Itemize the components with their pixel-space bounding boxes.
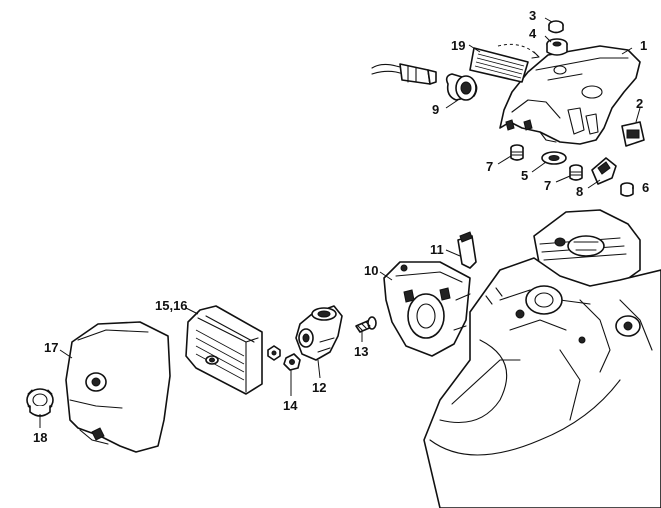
callout-4: 4 [529, 26, 537, 41]
bracket-part-11 [457, 231, 477, 269]
callout-11: 11 [430, 242, 444, 257]
knob-part-18 [26, 388, 54, 417]
air-filter-part-15-16 [185, 305, 263, 395]
bracket-part-2 [621, 121, 645, 147]
callout-17: 17 [44, 340, 58, 355]
adapter-part-12 [295, 305, 343, 361]
callout-12: 12 [312, 380, 326, 395]
callout-3: 3 [529, 8, 536, 23]
leader-lines [39, 17, 641, 428]
filter-screen [469, 43, 540, 83]
cable-with-plug [371, 63, 437, 85]
cap-part-3 [548, 20, 564, 34]
callout-7-right: 7 [544, 178, 551, 193]
callout-9: 9 [432, 102, 439, 117]
callout-6: 6 [642, 180, 649, 195]
screw-part-13 [355, 316, 377, 333]
small-nut [267, 345, 281, 361]
nut-part-14 [283, 353, 301, 371]
grommet-part-7-left [510, 144, 524, 161]
callout-19: 19 [451, 38, 465, 53]
callout-7-left: 7 [486, 159, 493, 174]
plug-part-6 [620, 182, 634, 197]
filter-cover-part-17 [65, 321, 171, 453]
engine-crankcase [423, 209, 661, 508]
callout-8: 8 [576, 184, 583, 199]
callout-14: 14 [283, 398, 298, 413]
callout-18: 18 [33, 430, 47, 445]
callout-labels: 3 4 19 1 2 9 7 5 7 8 6 11 10 13 12 14 15… [33, 8, 649, 445]
callout-5: 5 [521, 168, 528, 183]
callout-13: 13 [354, 344, 368, 359]
callout-10: 10 [364, 263, 378, 278]
callout-2: 2 [636, 96, 643, 111]
callout-1: 1 [640, 38, 647, 53]
callout-15-16: 15,16 [155, 298, 188, 313]
block-part-8 [591, 157, 617, 185]
sleeve-part-9 [445, 73, 478, 101]
carburetor-box-part-10 [383, 261, 471, 357]
shroud-cover [499, 45, 641, 145]
grommet-part-4 [546, 38, 568, 56]
washer-part-5 [541, 151, 567, 165]
grommet-part-7-right [569, 164, 583, 181]
